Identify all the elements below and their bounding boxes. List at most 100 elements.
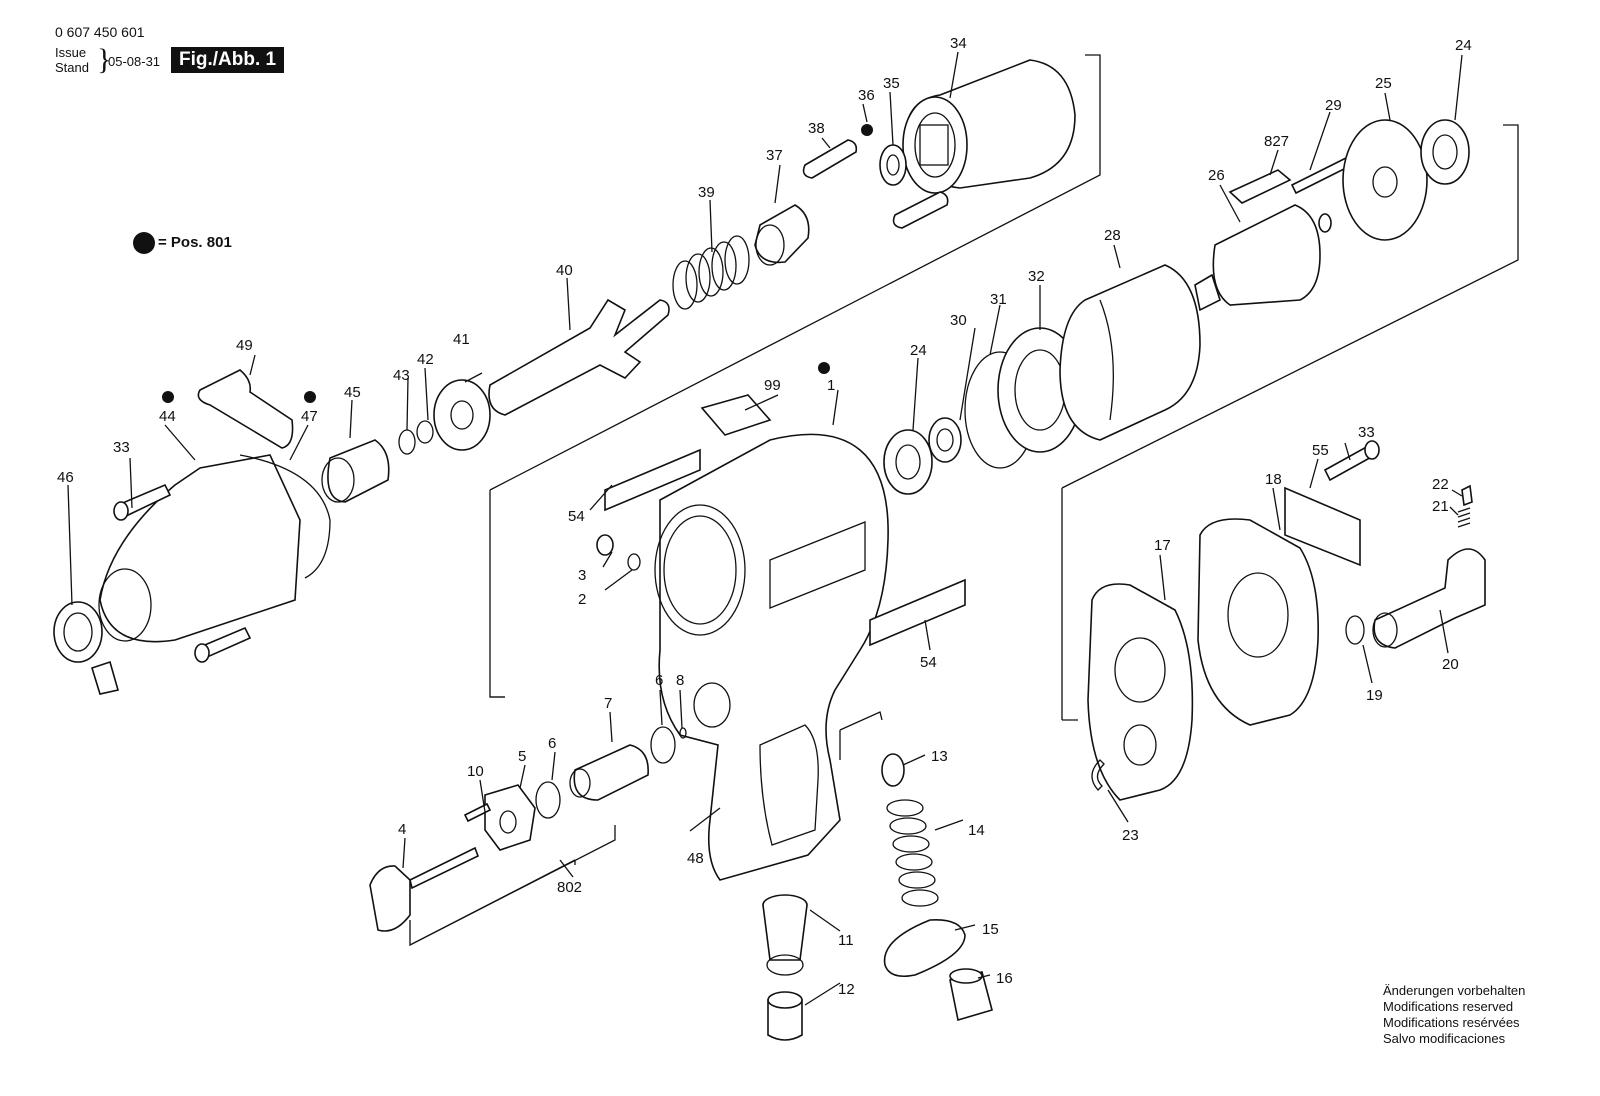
callout-18: 18 — [1265, 471, 1282, 488]
callout-45: 45 — [344, 384, 361, 401]
issue-label: Issue — [55, 45, 87, 60]
part-30-bearing — [928, 417, 962, 463]
callout-99: 99 — [764, 377, 781, 394]
callout-28: 28 — [1104, 227, 1121, 244]
callout-6-right: 6 — [655, 672, 663, 689]
part-23-clip — [1091, 759, 1105, 791]
part-55-label — [1284, 486, 1361, 567]
issue-stand-label: Issue Stand — [55, 45, 89, 75]
callout-41: 41 — [453, 331, 470, 348]
leader-lines — [67, 51, 1463, 1006]
part-39-spring — [672, 235, 750, 310]
callout-30: 30 — [950, 312, 967, 329]
callout-37: 37 — [766, 147, 783, 164]
legend: = Pos. 801 — [133, 232, 232, 254]
callout-12: 12 — [838, 981, 855, 998]
part-24-bearing-upper — [1420, 119, 1470, 185]
part-16-plug — [949, 968, 993, 1022]
modification-notes: Änderungen vorbehalten Modifications res… — [1383, 983, 1525, 1047]
bullet-icon — [133, 232, 155, 254]
part-11-regulator — [762, 894, 808, 976]
callout-38: 38 — [808, 120, 825, 137]
part-42-ring — [416, 420, 434, 444]
callout-47: 47 — [301, 408, 318, 425]
part-20-valve — [1372, 548, 1486, 649]
callout-26: 26 — [1208, 167, 1225, 184]
part-36-ball — [861, 124, 873, 136]
callout-4: 4 — [398, 821, 406, 838]
callout-11: 11 — [838, 932, 854, 949]
callout-13: 13 — [931, 748, 948, 765]
part-8-ring — [679, 727, 687, 739]
callout-31: 31 — [990, 291, 1007, 308]
callout-22: 22 — [1432, 476, 1449, 493]
callout-55: 55 — [1312, 442, 1329, 459]
note-line: Salvo modificaciones — [1383, 1031, 1506, 1046]
part-35-washer — [879, 144, 907, 186]
part-28-cylinder — [1059, 264, 1201, 441]
bracket-802 — [409, 825, 616, 947]
figure-label: Fig./Abb. 1 — [171, 47, 285, 73]
part-18-backplate — [1197, 518, 1319, 726]
part-33-screws-left — [113, 483, 252, 663]
callout-54-lower: 54 — [920, 654, 937, 671]
legend-text: = Pos. 801 — [158, 233, 232, 251]
part-24-bearing — [883, 429, 933, 495]
part-45-bushing — [321, 439, 390, 503]
part-17-gasket — [1087, 583, 1194, 801]
assembly-bracket-upper — [489, 54, 1101, 698]
callout-49: 49 — [236, 337, 253, 354]
part-2-ring — [627, 553, 641, 571]
part-7-valve-stem — [569, 744, 649, 801]
note-line: Modifications reserved — [1383, 999, 1514, 1014]
part-number: 0 607 450 601 — [55, 24, 145, 40]
callout-46: 46 — [57, 469, 74, 486]
part-14-spring — [886, 799, 939, 907]
note-line: Modifications resérvées — [1383, 1015, 1520, 1030]
part-1-housing — [654, 433, 889, 881]
callout-827: 827 — [1264, 133, 1289, 150]
part-49-bracket — [197, 369, 294, 449]
note-line: Änderungen vorbehalten — [1383, 983, 1526, 998]
callout-25: 25 — [1375, 75, 1392, 92]
brace-glyph: } — [97, 43, 112, 76]
part-33-screw-right — [1323, 440, 1380, 482]
assembly-bracket-right — [1061, 124, 1519, 721]
callout-5: 5 — [518, 748, 526, 765]
part-19-ring — [1345, 615, 1365, 645]
callout-44: 44 — [159, 408, 176, 425]
callout-34: 34 — [950, 35, 967, 52]
part-41-plate — [433, 379, 491, 451]
small-clip — [91, 660, 120, 695]
callout-35: 35 — [883, 75, 900, 92]
callout-23: 23 — [1122, 827, 1139, 844]
callout-labels: 34 36 35 38 37 39 40 24 25 29 827 26 28 … — [57, 35, 1472, 998]
part-34-hammer-case — [902, 59, 1076, 194]
part-5-plate — [484, 784, 536, 851]
callout-33-right: 33 — [1358, 424, 1375, 441]
part-46-ring — [53, 601, 103, 663]
part-22-pin — [1461, 484, 1473, 507]
callout-2: 2 — [578, 591, 586, 608]
bullet-icon — [162, 391, 174, 403]
part-827-vane — [1228, 169, 1292, 204]
callout-54-upper: 54 — [568, 508, 585, 525]
part-54-label-upper — [604, 448, 701, 512]
bracket-13-16 — [839, 711, 883, 760]
part-15-cap — [883, 918, 966, 978]
part-21-spring — [1457, 507, 1471, 528]
callout-32: 32 — [1028, 268, 1045, 285]
callout-1: 1 — [827, 377, 835, 394]
stand-label: Stand — [55, 60, 89, 75]
callout-17: 17 — [1154, 537, 1171, 554]
part-40-anvil — [488, 298, 670, 416]
callout-29: 29 — [1325, 97, 1342, 114]
callout-48: 48 — [687, 850, 704, 867]
callout-8: 8 — [676, 672, 684, 689]
bullet-icon — [304, 391, 316, 403]
callout-3: 3 — [578, 567, 586, 584]
callout-24-lower: 24 — [910, 342, 927, 359]
callout-802: 802 — [557, 879, 582, 896]
part-nose-housing — [98, 454, 331, 643]
